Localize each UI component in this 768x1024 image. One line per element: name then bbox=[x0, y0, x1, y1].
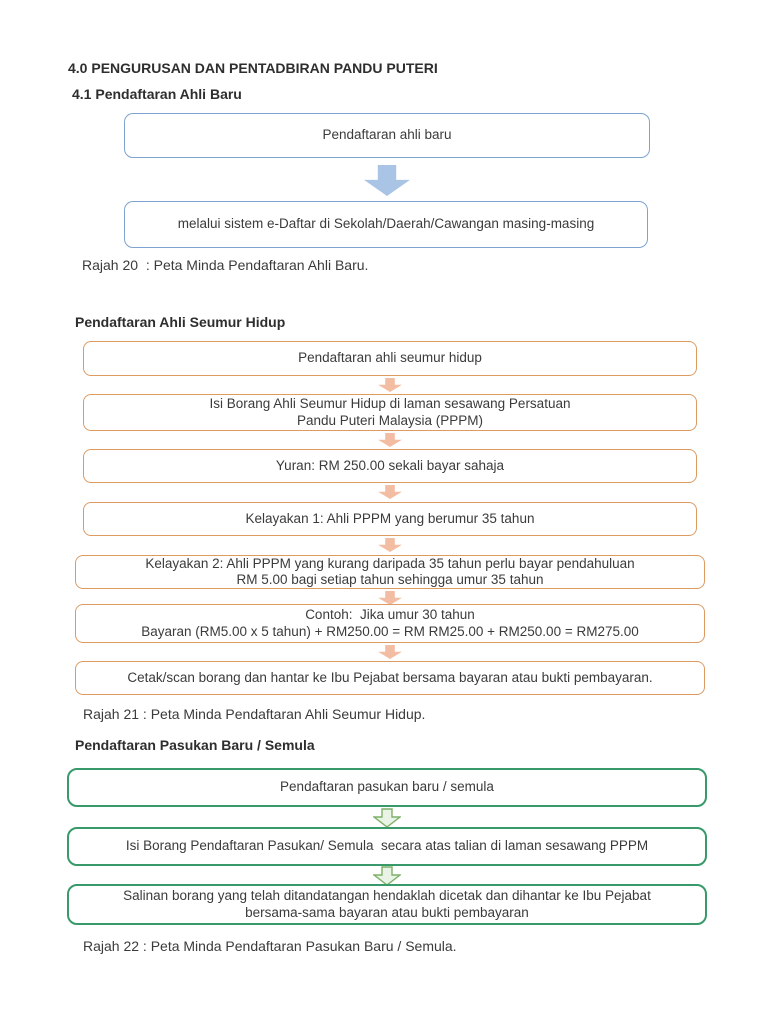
flow-box-seumur-1: Pendaftaran ahli seumur hidup bbox=[83, 341, 697, 376]
flow-box-text: Kelayakan 2: Ahli PPPM yang kurang darip… bbox=[145, 555, 635, 571]
down-arrow-icon bbox=[364, 165, 410, 196]
down-arrow-icon bbox=[378, 538, 402, 552]
flow-box-seumur-4: Kelayakan 1: Ahli PPPM yang berumur 35 t… bbox=[83, 502, 697, 536]
flow-box-text: Isi Borang Pendaftaran Pasukan/ Semula s… bbox=[125, 838, 649, 854]
flow-box-seumur-6: Contoh: Jika umur 30 tahun Bayaran (RM5.… bbox=[75, 604, 705, 643]
caption-rajah-20: Rajah 20 : Peta Minda Pendaftaran Ahli B… bbox=[82, 257, 369, 273]
flow-box-text: melalui sistem e-Daftar di Sekolah/Daera… bbox=[177, 216, 595, 232]
flow-box-text: Yuran: RM 250.00 sekali bayar sahaja bbox=[275, 457, 505, 473]
flow-box-pasukan-2: Isi Borang Pendaftaran Pasukan/ Semula s… bbox=[67, 827, 707, 866]
section-heading-seumur-hidup: Pendaftaran Ahli Seumur Hidup bbox=[75, 314, 286, 330]
caption-rajah-22: Rajah 22 : Peta Minda Pendaftaran Pasuka… bbox=[83, 938, 457, 954]
flow-box-text: Pendaftaran ahli baru bbox=[322, 127, 452, 143]
down-arrow-icon bbox=[378, 378, 402, 392]
section-heading-4-1: 4.1 Pendaftaran Ahli Baru bbox=[72, 86, 242, 102]
flow-box-pasukan-1: Pendaftaran pasukan baru / semula bbox=[67, 768, 707, 807]
flow-box-text: Pendaftaran ahli seumur hidup bbox=[298, 350, 482, 366]
flow-box-seumur-7: Cetak/scan borang dan hantar ke Ibu Peja… bbox=[75, 661, 705, 695]
flow-box-ahli-baru-2: melalui sistem e-Daftar di Sekolah/Daera… bbox=[124, 201, 648, 248]
flow-box-seumur-5: Kelayakan 2: Ahli PPPM yang kurang darip… bbox=[75, 555, 705, 589]
flow-box-text: Bayaran (RM5.00 x 5 tahun) + RM250.00 = … bbox=[141, 623, 639, 639]
flow-box-text: Pendaftaran pasukan baru / semula bbox=[280, 779, 494, 795]
flow-box-text: Salinan borang yang telah ditandatangan … bbox=[123, 888, 651, 903]
flow-box-pasukan-3: Salinan borang yang telah ditandatangan … bbox=[67, 884, 707, 925]
section-heading-4-0: 4.0 PENGURUSAN DAN PENTADBIRAN PANDU PUT… bbox=[68, 60, 438, 76]
flow-box-text: Cetak/scan borang dan hantar ke Ibu Peja… bbox=[127, 669, 653, 685]
caption-rajah-21: Rajah 21 : Peta Minda Pendaftaran Ahli S… bbox=[83, 706, 426, 722]
down-arrow-icon bbox=[378, 645, 402, 659]
down-arrow-icon bbox=[378, 485, 402, 499]
flow-box-ahli-baru-1: Pendaftaran ahli baru bbox=[124, 113, 650, 158]
down-arrow-icon bbox=[378, 591, 402, 605]
flow-box-text: bersama-sama bayaran atau bukti pembayar… bbox=[245, 904, 529, 920]
flow-box-seumur-3: Yuran: RM 250.00 sekali bayar sahaja bbox=[83, 449, 697, 483]
flow-box-text: RM 5.00 bagi setiap tahun sehingga umur … bbox=[236, 572, 544, 587]
flow-box-text: Kelayakan 1: Ahli PPPM yang berumur 35 t… bbox=[245, 510, 535, 526]
section-heading-pasukan: Pendaftaran Pasukan Baru / Semula bbox=[75, 737, 315, 753]
flow-box-seumur-2: Isi Borang Ahli Seumur Hidup di laman se… bbox=[83, 394, 697, 431]
flow-box-text: Contoh: Jika umur 30 tahun bbox=[305, 607, 475, 622]
down-arrow-icon bbox=[373, 866, 401, 886]
down-arrow-icon bbox=[373, 808, 401, 828]
flow-box-text: Pandu Puteri Malaysia (PPPM) bbox=[296, 412, 484, 428]
flow-box-text: Isi Borang Ahli Seumur Hidup di laman se… bbox=[209, 396, 571, 411]
down-arrow-icon bbox=[378, 433, 402, 447]
